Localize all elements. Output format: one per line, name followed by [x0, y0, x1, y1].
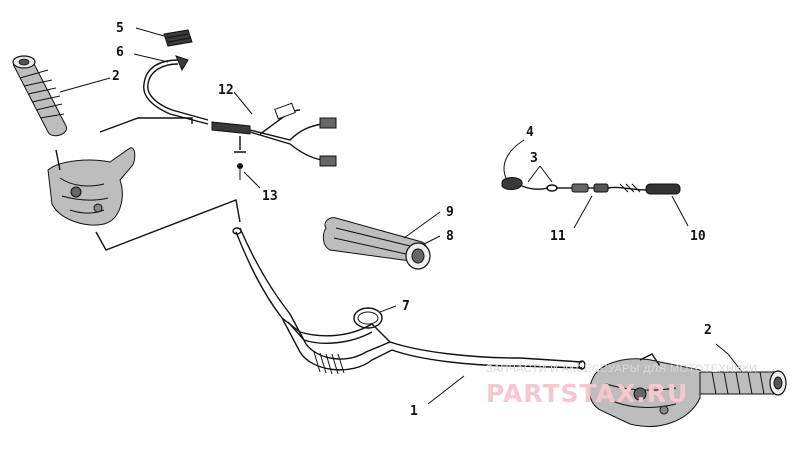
callout-1-leader — [427, 375, 465, 405]
part-7-clamp — [353, 305, 397, 329]
callout-13: 13 — [262, 189, 278, 204]
callout-3: 3 — [530, 151, 538, 166]
left-control-housing — [47, 117, 241, 251]
right-grip — [699, 343, 787, 396]
callout-8: 8 — [446, 229, 454, 244]
callout-2-right: 2 — [704, 323, 712, 338]
callout-11: 11 — [550, 229, 566, 244]
callout-2-leader — [59, 77, 111, 93]
watermark-subtitle: ЗАПЧАСТИ И АКСЕССУАРЫ ДЛЯ МОТОТЕХНИКИ — [486, 363, 757, 375]
heater-wire-assembly — [501, 139, 689, 229]
part-12-harness — [211, 91, 337, 167]
watermark-brand: PARTSTAX.RU — [486, 379, 688, 408]
handlebar — [232, 227, 586, 375]
part-6-cable — [133, 53, 209, 125]
callout-12: 12 — [218, 83, 234, 98]
part-13-screw — [237, 163, 261, 189]
callout-2-left: 2 — [112, 69, 120, 84]
callout-10: 10 — [690, 229, 706, 244]
callout-7: 7 — [402, 299, 410, 314]
callout-9: 9 — [446, 205, 454, 220]
left-grip — [12, 55, 68, 137]
callout-4: 4 — [526, 125, 534, 140]
crossbar-pad — [322, 211, 441, 270]
part-5-pad — [135, 27, 193, 47]
callout-5: 5 — [116, 21, 124, 36]
callout-1: 1 — [410, 404, 418, 419]
right-control-housing — [589, 353, 701, 427]
callout-6: 6 — [116, 45, 124, 60]
